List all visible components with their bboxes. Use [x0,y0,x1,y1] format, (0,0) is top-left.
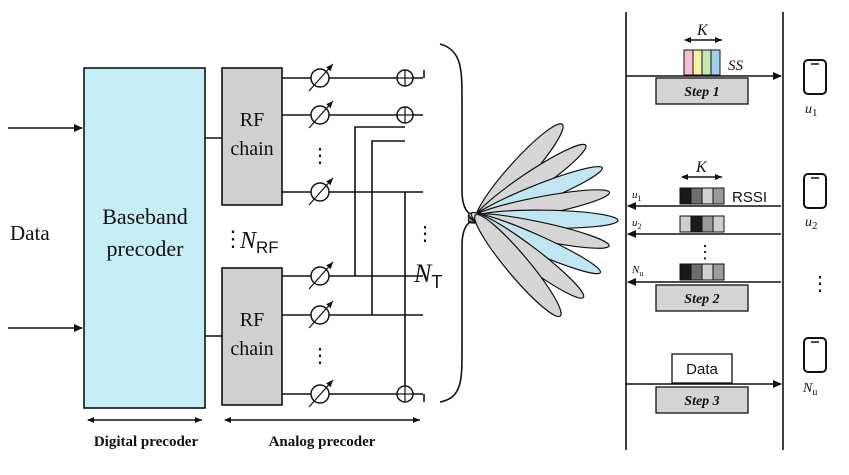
phone-icon [803,173,827,209]
baseband-label-line1: Baseband [102,204,188,229]
rf-vdots: ⋮ [222,226,244,251]
phone-icon [803,59,827,95]
phone-icon [803,337,827,373]
user-u1-label: u1 [805,102,818,119]
beam-pattern [467,123,619,318]
n-rf-label: NRF [239,228,279,257]
step2-group: K RSSI u1 u2 ⋮ Nu Step 2 [627,159,781,312]
k-label-2: K [695,159,708,176]
user-u2-label: u2 [805,215,818,232]
rf-chain-top-line1: RF [240,109,264,131]
arrow-u1-label: u1 [632,189,642,203]
rssi-vdots: ⋮ [696,242,714,262]
rssi-label: RSSI [732,189,767,206]
data-packet-label: Data [686,361,718,378]
analog-precoder-caption: Analog precoder [269,434,376,450]
rf-chain-block-bottom [221,267,283,406]
rf-chain-bottom-line2: chain [230,338,273,360]
step3-group: Data Step 3 [626,353,782,414]
digital-precoder-caption: Digital precoder [94,434,199,450]
step1-box [655,77,749,105]
baseband-label-line2: precoder [107,236,185,261]
arrow-u2-label: u2 [632,217,642,231]
rf-combiners [396,69,414,403]
step1-label: Step 1 [684,85,719,100]
phase-shifters [308,63,334,408]
data-packet-box [671,353,733,384]
users-vdots: ⋮ [810,273,830,295]
ss-label: SS [728,58,744,74]
rssi-blocks-u1 [679,187,725,205]
k-label-1: K [696,22,709,39]
ss-blocks [683,49,721,76]
rf-chain-block-top [221,67,283,206]
step2-label: Step 2 [684,292,719,307]
rf-chain-top-line2: chain [230,138,273,160]
baseband-to-rf-links [205,137,222,337]
baseband-precoder-block [83,67,206,409]
step1-group: K SS Step 1 [626,22,782,105]
data-input-arrows [8,124,83,332]
n-t-label: NT [413,259,442,292]
rssi-blocks-u2 [679,215,725,233]
branch-vdots-bottom: ⋮ [310,345,330,367]
rf-chain-bottom-line1: RF [240,309,264,331]
branch-vdots-top: ⋮ [310,145,330,167]
step3-box [655,386,749,414]
data-input-label: Data [10,221,50,245]
step2-box [655,284,749,312]
antenna-vdots: ⋮ [415,223,435,245]
user-nu-label: Nu [802,381,817,398]
phase-shifter-network [282,70,425,402]
arrow-nu-label: Nu [631,264,643,278]
step3-label: Step 3 [684,394,719,409]
rssi-blocks-nu [679,263,725,281]
